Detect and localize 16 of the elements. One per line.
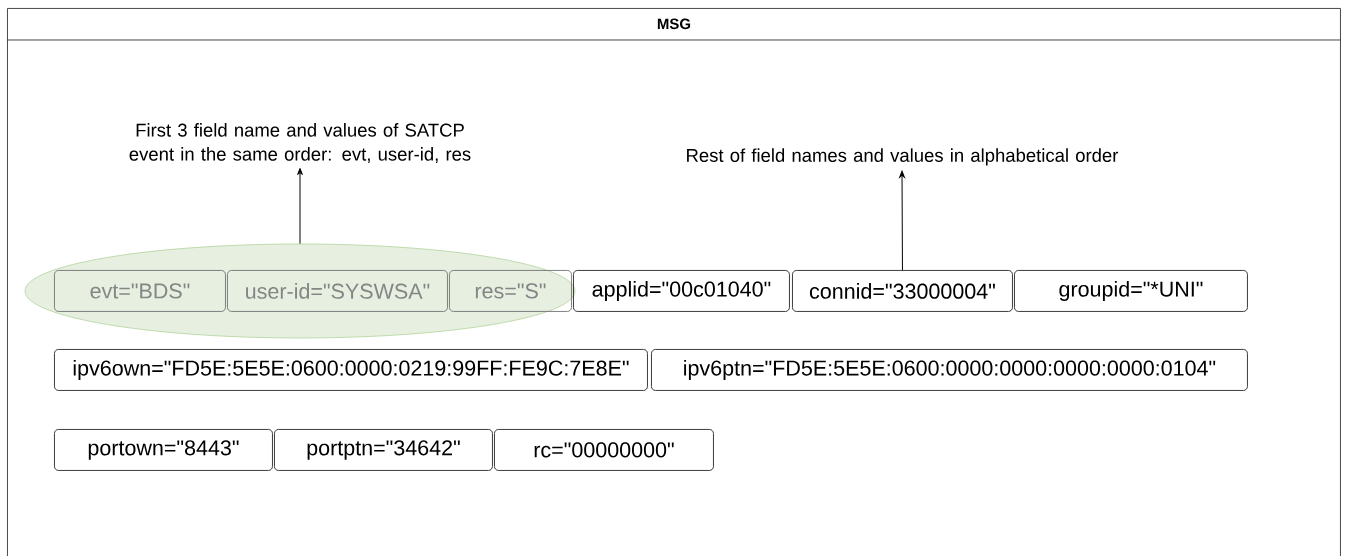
field-box: res="S" (449, 270, 572, 312)
field-box: connid="33000004" (792, 270, 1013, 312)
field-box: user-id="SYSWSA" (227, 270, 448, 312)
highlight-ellipse (24, 243, 576, 339)
field-box: applid="00c01040" (573, 270, 790, 312)
field-box: groupid="*UNI" (1014, 270, 1248, 312)
annotation-text: First 3 field name and values of SATCP event in the same order: evt, user-id, res (129, 123, 471, 163)
field-box: portptn="34642" (274, 429, 493, 471)
arrow (297, 167, 303, 245)
annotation-text: Rest of field names and values in alphabetical order (687, 148, 1119, 166)
arrow (899, 170, 905, 271)
field-box: evt="BDS" (54, 270, 226, 312)
field-box: ipv6ptn="FD5E:5E5E:0600:0000:0000:0000:0000:0104" (651, 349, 1248, 391)
field-box: rc="00000000" (494, 429, 714, 471)
field-box: portown="8443" (54, 429, 273, 471)
field-box: ipv6own="FD5E:5E5E:0600:0000:0219:99FF:FE9C:7E8E" (54, 349, 648, 391)
